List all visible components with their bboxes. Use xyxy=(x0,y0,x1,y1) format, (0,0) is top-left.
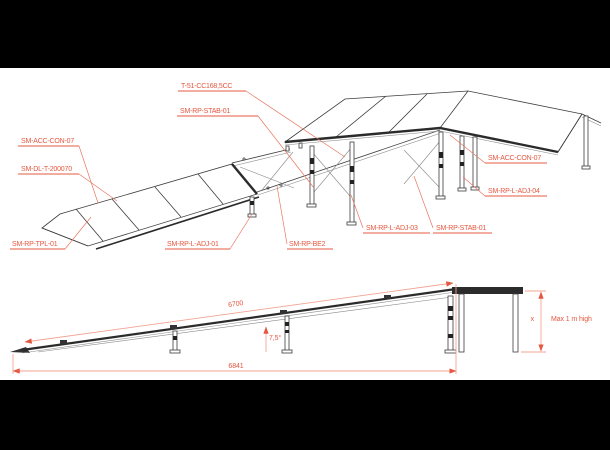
part-label-text: SM-RP-L-ADJ-04 xyxy=(488,188,540,195)
part-label-be2: SM-RP-BE2 xyxy=(276,185,333,250)
part-label-text: T-51-CC168,5CC xyxy=(181,83,232,90)
dimension-6841-text: 6841 xyxy=(228,363,243,370)
part-label-stab-right: SM-RP-STAB-01 xyxy=(413,175,492,234)
part-label-tpl: SM-RP-TPL-01 xyxy=(10,216,92,250)
stage-connection xyxy=(470,113,602,191)
dimension-6700-text: 6700 xyxy=(228,300,244,309)
part-label-acc-left: SM-ACC-CON-07 xyxy=(18,138,99,204)
part-label-dlt: SM-DL-T-200070 xyxy=(18,166,118,202)
part-label-adj03: SM-RP-L-ADJ-03 xyxy=(350,194,430,234)
dimension-6700: 6700 xyxy=(24,281,454,344)
elevation-platform xyxy=(452,287,523,353)
part-label-t51: T-51-CC168,5CC xyxy=(178,83,346,158)
part-label-adj04: SM-RP-L-ADJ-04 xyxy=(462,176,547,197)
part-label-text: SM-RP-BE2 xyxy=(289,241,326,248)
part-label-text: SM-ACC-CON-07 xyxy=(488,155,541,162)
part-label-adj01: SM-RP-L-ADJ-01 xyxy=(165,213,253,250)
part-label-text: SM-RP-STAB-01 xyxy=(436,225,486,232)
part-label-stab-top: SM-RP-STAB-01 xyxy=(177,108,315,189)
isometric-view: T-51-CC168,5CC SM-RP-STAB-01 SM-ACC-CON-… xyxy=(10,83,602,250)
dimension-6841: 6841 xyxy=(12,284,457,374)
part-label-text: SM-ACC-CON-07 xyxy=(21,138,74,145)
part-label-text: SM-RP-STAB-01 xyxy=(180,108,230,115)
dimension-height: x Max 1 m high xyxy=(521,290,592,353)
deck-legs-and-braces xyxy=(306,131,467,226)
dimension-height-note: Max 1 m high xyxy=(551,316,592,323)
side-elevation-view: 6700 6841 7,5° x Max 1 m high xyxy=(10,281,592,374)
part-label-text: SM-RP-L-ADJ-03 xyxy=(366,225,418,232)
part-label-text: SM-DL-T-200070 xyxy=(21,166,72,173)
part-label-text: SM-RP-L-ADJ-01 xyxy=(167,241,219,248)
dimension-height-variable: x xyxy=(531,316,535,323)
ramp-plate xyxy=(41,163,260,250)
part-label-text: SM-RP-TPL-01 xyxy=(12,241,58,248)
dimension-angle: 7,5° xyxy=(263,326,282,352)
part-label-acc-right: SM-ACC-CON-07 xyxy=(449,134,547,164)
dimension-angle-text: 7,5° xyxy=(269,334,281,342)
ramp-rails xyxy=(231,129,442,196)
